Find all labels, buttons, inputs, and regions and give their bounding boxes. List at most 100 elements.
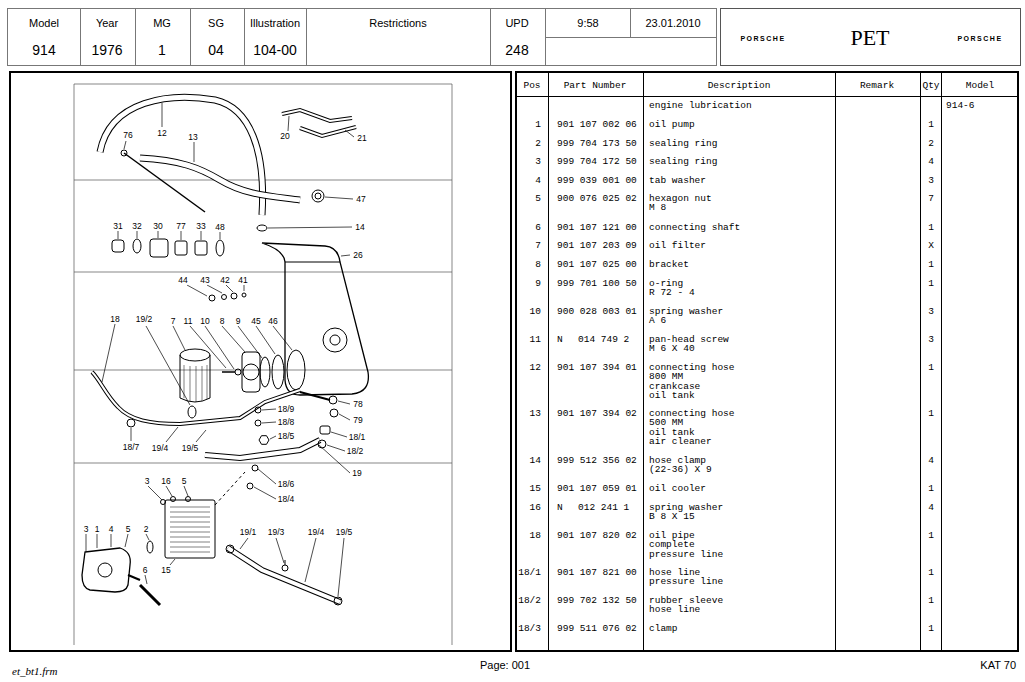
part-number: 999 512 356 02 (557, 456, 637, 466)
exploded-view (100, 97, 263, 215)
catalog-code: KAT 70 (980, 660, 1016, 671)
callout-number: 18/5 (277, 432, 296, 441)
exploded-view (184, 365, 207, 402)
header-value: 1 (158, 43, 166, 57)
exploded-view (147, 541, 153, 553)
callout-number: 42 (219, 276, 230, 285)
position-number: 3 (535, 157, 541, 167)
exploded-view (112, 240, 124, 252)
exploded-view (127, 419, 135, 427)
exploded-view (282, 110, 352, 121)
leader-lines (187, 285, 244, 296)
callout-number: 3 (144, 477, 151, 486)
exploded-view (231, 293, 237, 299)
part-number: 999 039 001 00 (557, 176, 637, 186)
part-prefix: N (557, 503, 563, 513)
position-number: 6 (535, 223, 541, 233)
exploded-view (128, 575, 140, 580)
exploded-view (124, 153, 205, 212)
position-number: 2 (535, 139, 541, 149)
callout-number: 18/4 (277, 495, 296, 504)
position-number: 15 (530, 484, 541, 494)
quantity: 3 (928, 307, 934, 317)
part-description: B 8 X 15 (649, 512, 695, 522)
part-number: 901 107 203 09 (557, 241, 637, 251)
callout-number: 47 (355, 195, 366, 204)
callout-number: 45 (250, 317, 261, 326)
leader-lines (86, 103, 354, 596)
exploded-view (334, 597, 342, 605)
exploded-view (228, 548, 340, 602)
callout-number: 41 (237, 276, 248, 285)
page-number: Page: 001 (480, 660, 530, 671)
position-number: 5 (535, 194, 541, 204)
callout-number: 18/9 (277, 405, 296, 414)
quantity: X (928, 241, 934, 251)
header-date: 23.01.2010 (645, 18, 700, 29)
panel-frame (10, 72, 511, 651)
header-label: SG (208, 18, 224, 29)
panel-frame (10, 72, 1018, 651)
callout-number: 19/3 (267, 528, 286, 537)
part-description: sealing ring (649, 157, 717, 167)
header-grid (721, 9, 1021, 66)
callout-number: 16 (160, 477, 171, 486)
callout-number: 19/5 (181, 444, 200, 453)
exploded-view (161, 500, 166, 505)
part-number: 012 241 1 (578, 503, 629, 513)
callout-number: 18 (109, 315, 120, 324)
part-number: 999 702 132 50 (557, 596, 637, 606)
exploded-view (243, 364, 259, 380)
leader-lines (145, 559, 175, 584)
part-number: 999 704 172 50 (557, 157, 637, 167)
part-number: 900 076 025 02 (557, 194, 637, 204)
callout-number: 20 (279, 132, 290, 141)
exploded-view (300, 392, 330, 400)
quantity: 1 (928, 409, 934, 419)
callout-number: 78 (352, 400, 363, 409)
exploded-view (170, 507, 210, 552)
exploded-view (100, 97, 263, 215)
exploded-view (282, 565, 288, 571)
part-number: 901 107 059 01 (557, 484, 637, 494)
callout-number: 15 (160, 566, 171, 575)
callout-number: 19/5 (335, 528, 354, 537)
quantity: 4 (928, 503, 934, 513)
part-description: tab washer (649, 176, 706, 186)
column-header: Description (708, 81, 771, 91)
part-description: 800 MM (649, 372, 683, 382)
callout-number: 31 (112, 222, 123, 231)
quantity: 1 (928, 531, 934, 541)
quantity: 1 (928, 596, 934, 606)
header-value: 104-00 (253, 43, 297, 57)
exploded-view (140, 158, 300, 200)
part-description: bracket (649, 260, 689, 270)
exploded-view (329, 396, 337, 404)
exploded-view (262, 243, 368, 395)
callout-number: 13 (187, 133, 198, 142)
leader-lines (86, 534, 149, 551)
column-header: Pos (523, 81, 540, 91)
quantity: 1 (928, 223, 934, 233)
panel-frame (516, 72, 1018, 651)
part-description: (22-36) X 9 (649, 465, 712, 475)
part-number: 901 107 002 06 (557, 120, 637, 130)
exploded-view (247, 483, 253, 489)
quantity: 1 (928, 624, 934, 634)
exploded-view (272, 355, 284, 389)
part-number: 900 028 003 01 (557, 307, 637, 317)
part-description: pressure line (649, 550, 723, 560)
position-number: 14 (530, 456, 541, 466)
part-number: 901 107 121 00 (557, 223, 637, 233)
logo-text: PORSCHE (740, 35, 785, 42)
exploded-view (82, 97, 368, 605)
position-number: 9 (535, 279, 541, 289)
callout-number: 43 (199, 276, 210, 285)
position-number: 18 (530, 531, 541, 541)
part-number: 901 107 025 00 (557, 260, 637, 270)
part-description: M 8 (649, 203, 666, 213)
callout-number: 19/2 (135, 315, 154, 324)
exploded-view (216, 240, 224, 256)
part-description: clamp (649, 624, 678, 634)
exploded-view (320, 426, 330, 434)
